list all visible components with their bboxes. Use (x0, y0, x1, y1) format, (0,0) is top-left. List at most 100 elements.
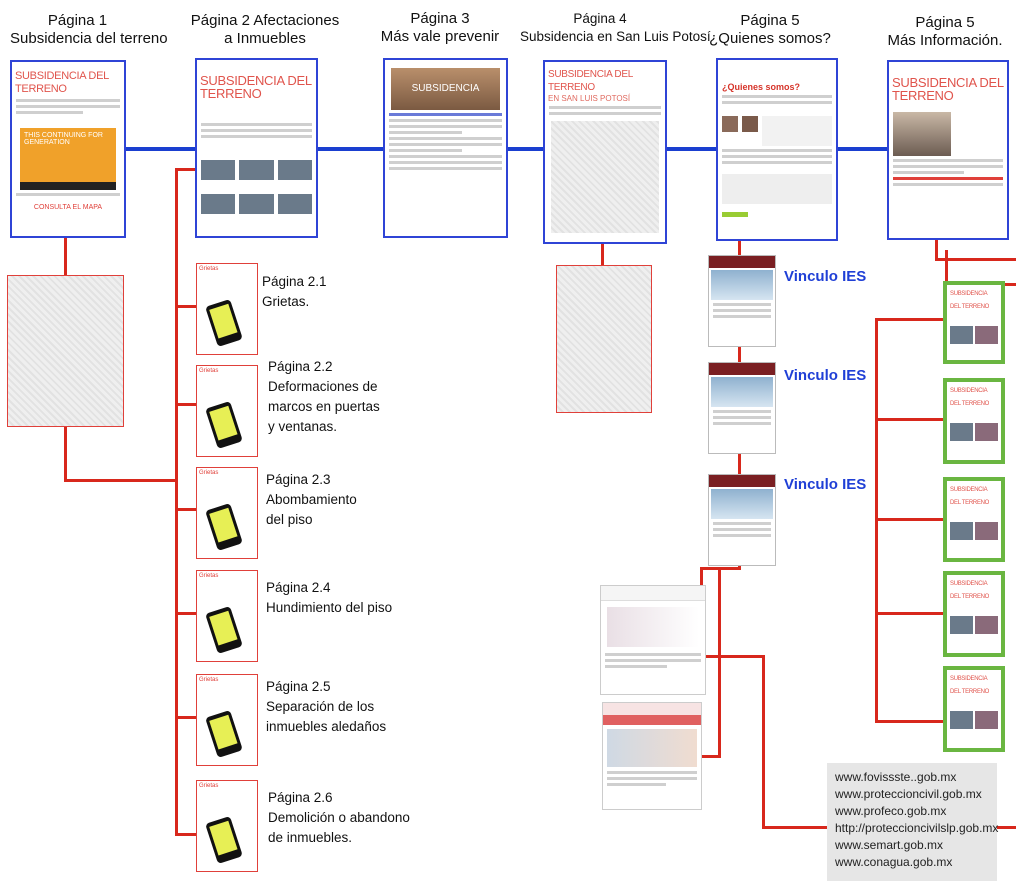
subpage-2-6-thumbnail[interactable]: Grietas (196, 780, 258, 872)
label-line: Página 2.1 (262, 274, 327, 289)
url-item[interactable]: www.fovissste..gob.mx (835, 770, 957, 784)
photo-row (201, 160, 312, 180)
connector (762, 655, 765, 828)
url-item[interactable]: www.profeco.gob.mx (835, 804, 947, 818)
page-5-mas-info-thumbnail[interactable]: SUBSIDENCIA DEL TERRENO (887, 60, 1009, 240)
connector (700, 567, 703, 597)
page-4-thumbnail[interactable]: SUBSIDENCIA DEL TERRENO EN SAN LUIS POTO… (543, 60, 667, 244)
subpage-2-1-thumbnail[interactable]: Grietas (196, 263, 258, 355)
subpage-2-1-label: Página 2.1 Grietas. (262, 272, 327, 312)
text-line (389, 155, 502, 158)
ies-thumbnail[interactable] (708, 474, 776, 566)
text-line (549, 112, 661, 115)
page-1-thumbnail[interactable]: SUBSIDENCIA DEL TERRENO THIS CONTINUING … (10, 60, 126, 238)
connector (875, 418, 943, 421)
subpage-2-3-label: Página 2.3 Abombamiento del piso (266, 470, 357, 530)
mini-header: SUBSIDENCIA DEL TERRENO (950, 676, 990, 695)
subpage-2-5-thumbnail[interactable]: Grietas (196, 674, 258, 766)
connector (175, 403, 197, 406)
text-line (16, 193, 120, 196)
title-line: Página 2 Afectaciones (190, 12, 340, 29)
text-line (389, 119, 502, 122)
label-line: del piso (266, 512, 313, 527)
connector (601, 244, 604, 266)
page-2-thumbnail[interactable]: SUBSIDENCIA DEL TERRENO (195, 58, 318, 238)
text-line (16, 111, 84, 114)
text-line (389, 125, 502, 128)
page-title-2: Página 2 Afectaciones a Inmuebles (190, 12, 340, 48)
ies-thumbnail[interactable] (708, 255, 776, 347)
text-line (201, 129, 312, 132)
subpage-header: Grietas (199, 677, 219, 683)
text-line (549, 106, 661, 109)
phone-icon (205, 299, 243, 347)
banner-image: SUBSIDENCIA (391, 68, 500, 110)
green-page-thumbnail[interactable]: SUBSIDENCIA DEL TERRENO (943, 281, 1005, 364)
title-line: ¿Quienes somos? (709, 30, 831, 47)
url-item[interactable]: www.proteccioncivil.gob.mx (835, 787, 982, 801)
label-line: Separación de los (266, 699, 375, 714)
page-3-thumbnail[interactable]: SUBSIDENCIA (383, 58, 508, 238)
subpage-2-2-thumbnail[interactable]: Grietas (196, 365, 258, 457)
label-line: inmuebles aledaños (266, 719, 387, 734)
subpage-2-4-thumbnail[interactable]: Grietas (196, 570, 258, 662)
title-line: Más vale prevenir (380, 28, 500, 45)
page-1-map-thumbnail[interactable] (7, 275, 124, 427)
green-page-thumbnail[interactable]: SUBSIDENCIA DEL TERRENO (943, 571, 1005, 657)
connector (175, 168, 178, 836)
subpage-header: Grietas (199, 368, 219, 374)
map-link[interactable]: CONSULTA EL MAPA (33, 204, 103, 211)
text-line (722, 149, 832, 152)
text-line (389, 143, 502, 146)
url-item[interactable]: http://proteccioncivilslp.gob.mx (835, 821, 999, 835)
text-line (893, 159, 1003, 162)
title-line: Página 1 (47, 12, 108, 29)
mini-header: SUBSIDENCIA DEL TERRENO (200, 73, 312, 101)
title-line: Más Información. (887, 32, 1003, 49)
title-line: Página 5 (740, 12, 800, 29)
ies-thumbnail[interactable] (708, 362, 776, 454)
title-line: Subsidencia del terreno (10, 30, 168, 47)
green-page-thumbnail[interactable]: SUBSIDENCIA DEL TERRENO (943, 378, 1005, 464)
connector (875, 612, 943, 615)
subpage-header: Grietas (199, 266, 219, 272)
mini-header: SUBSIDENCIA DEL TERRENO (950, 487, 990, 506)
text-line (201, 135, 312, 138)
page-5-quienes-thumbnail[interactable]: ¿Quienes somos? (716, 58, 838, 241)
page-4-map-thumbnail[interactable] (556, 265, 652, 413)
text-line (722, 95, 832, 98)
video-thumbnail[interactable]: THIS CONTINUING FOR GENERATION (20, 128, 116, 190)
connector (175, 716, 197, 719)
label-line: Página 2.5 (266, 679, 331, 694)
page-title-1: Página 1 Subsidencia del terreno (10, 12, 168, 48)
ies-link-label[interactable]: Vinculo IES (784, 367, 867, 384)
label-line: Grietas. (262, 294, 310, 309)
url-item[interactable]: www.conagua.gob.mx (835, 855, 953, 869)
connector (935, 258, 1016, 261)
url-item[interactable]: www.semart.gob.mx (835, 838, 944, 852)
label-line: Demolición o abandono (268, 810, 410, 825)
label-line: Página 2.3 (266, 472, 331, 487)
text-line (16, 99, 120, 102)
green-page-thumbnail[interactable]: SUBSIDENCIA DEL TERRENO (943, 477, 1005, 562)
ies-link-label[interactable]: Vinculo IES (784, 476, 867, 493)
label-line: Abombamiento (266, 492, 357, 507)
text-line (722, 101, 832, 104)
mini-header: SUBSIDENCIA DEL TERRENO (15, 70, 109, 95)
subpage-2-3-thumbnail[interactable]: Grietas (196, 467, 258, 559)
text-line (201, 123, 312, 126)
phone-icon (205, 401, 243, 449)
green-page-thumbnail[interactable]: SUBSIDENCIA DEL TERRENO (943, 666, 1005, 752)
connector (175, 168, 200, 171)
text-line (389, 167, 502, 170)
banner-text: SUBSIDENCIA (411, 83, 480, 94)
ies-link-label[interactable]: Vinculo IES (784, 268, 867, 285)
text-line (16, 105, 120, 108)
label-line: de inmuebles. (268, 830, 353, 845)
mini-header: SUBSIDENCIA DEL TERRENO (950, 581, 990, 600)
profeco-site-thumbnail[interactable] (602, 702, 702, 810)
photo-row (201, 194, 312, 214)
fovissste-site-thumbnail[interactable] (600, 585, 706, 695)
page-title-6: Página 5 Más Información. (880, 14, 1010, 50)
mini-header: SUBSIDENCIA DEL TERRENO (548, 69, 633, 93)
